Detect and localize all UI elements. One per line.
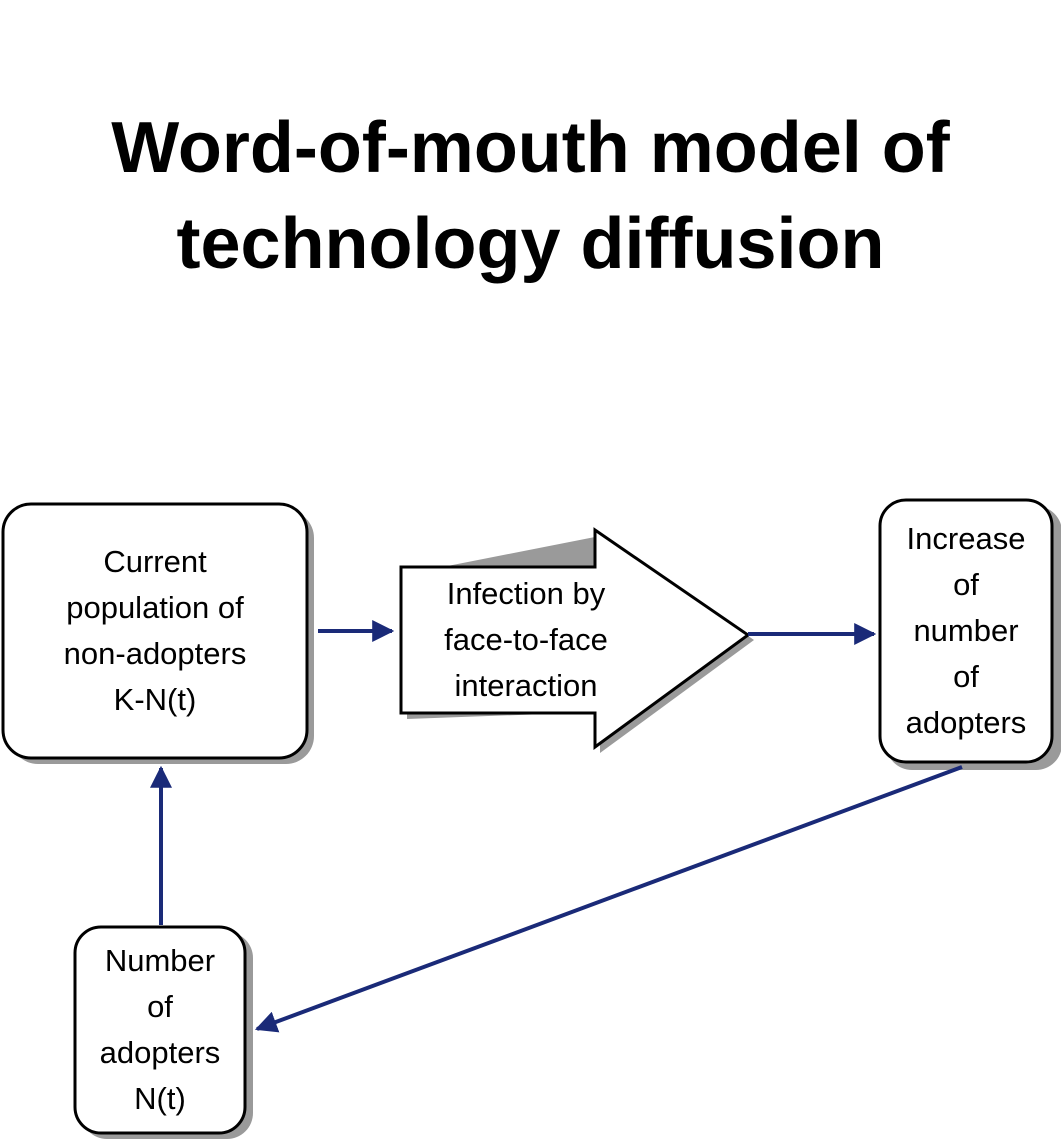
adopters-line-3: adopters [99,1035,221,1070]
non-adopters-line-3: non-adopters [63,636,247,671]
title-line-2: technology diffusion [176,204,885,284]
non-adopters-line-1: Current [103,544,207,579]
infection-line-1: Infection by [446,576,606,611]
diagram-title: Word-of-mouth model of technology diffus… [0,100,1061,292]
connector-arrows [150,620,963,1033]
increase-line-2: of [953,567,979,602]
increase-line-5: adopters [905,705,1027,740]
increase-line-1: Increase [906,521,1026,556]
non-adopters-line-2: population of [66,590,244,625]
infection-line-3: interaction [454,668,598,703]
increase-line-4: of [953,659,979,694]
infection-block-arrow [399,527,751,750]
arrow-increase-to-adopters [254,765,963,1033]
adopters-line-4: N(t) [134,1081,186,1116]
non-adopters-label: Current population of non-adopters K-N(t… [3,504,307,758]
increase-box [878,498,1054,764]
non-adopters-line-4: K-N(t) [113,682,197,717]
title-line-1: Word-of-mouth model of [111,108,950,188]
adopters-line-2: of [147,989,173,1024]
infection-line-2: face-to-face [444,622,608,657]
adopters-line-1: Number [104,943,216,978]
infection-label: Infection by face-to-face interaction [401,567,651,713]
adopters-label: Number of adopters N(t) [75,927,245,1133]
increase-label: Increase of number of adopters [880,500,1052,762]
non-adopters-box [1,502,309,760]
increase-line-3: number [913,613,1019,648]
adopters-box [73,925,247,1135]
